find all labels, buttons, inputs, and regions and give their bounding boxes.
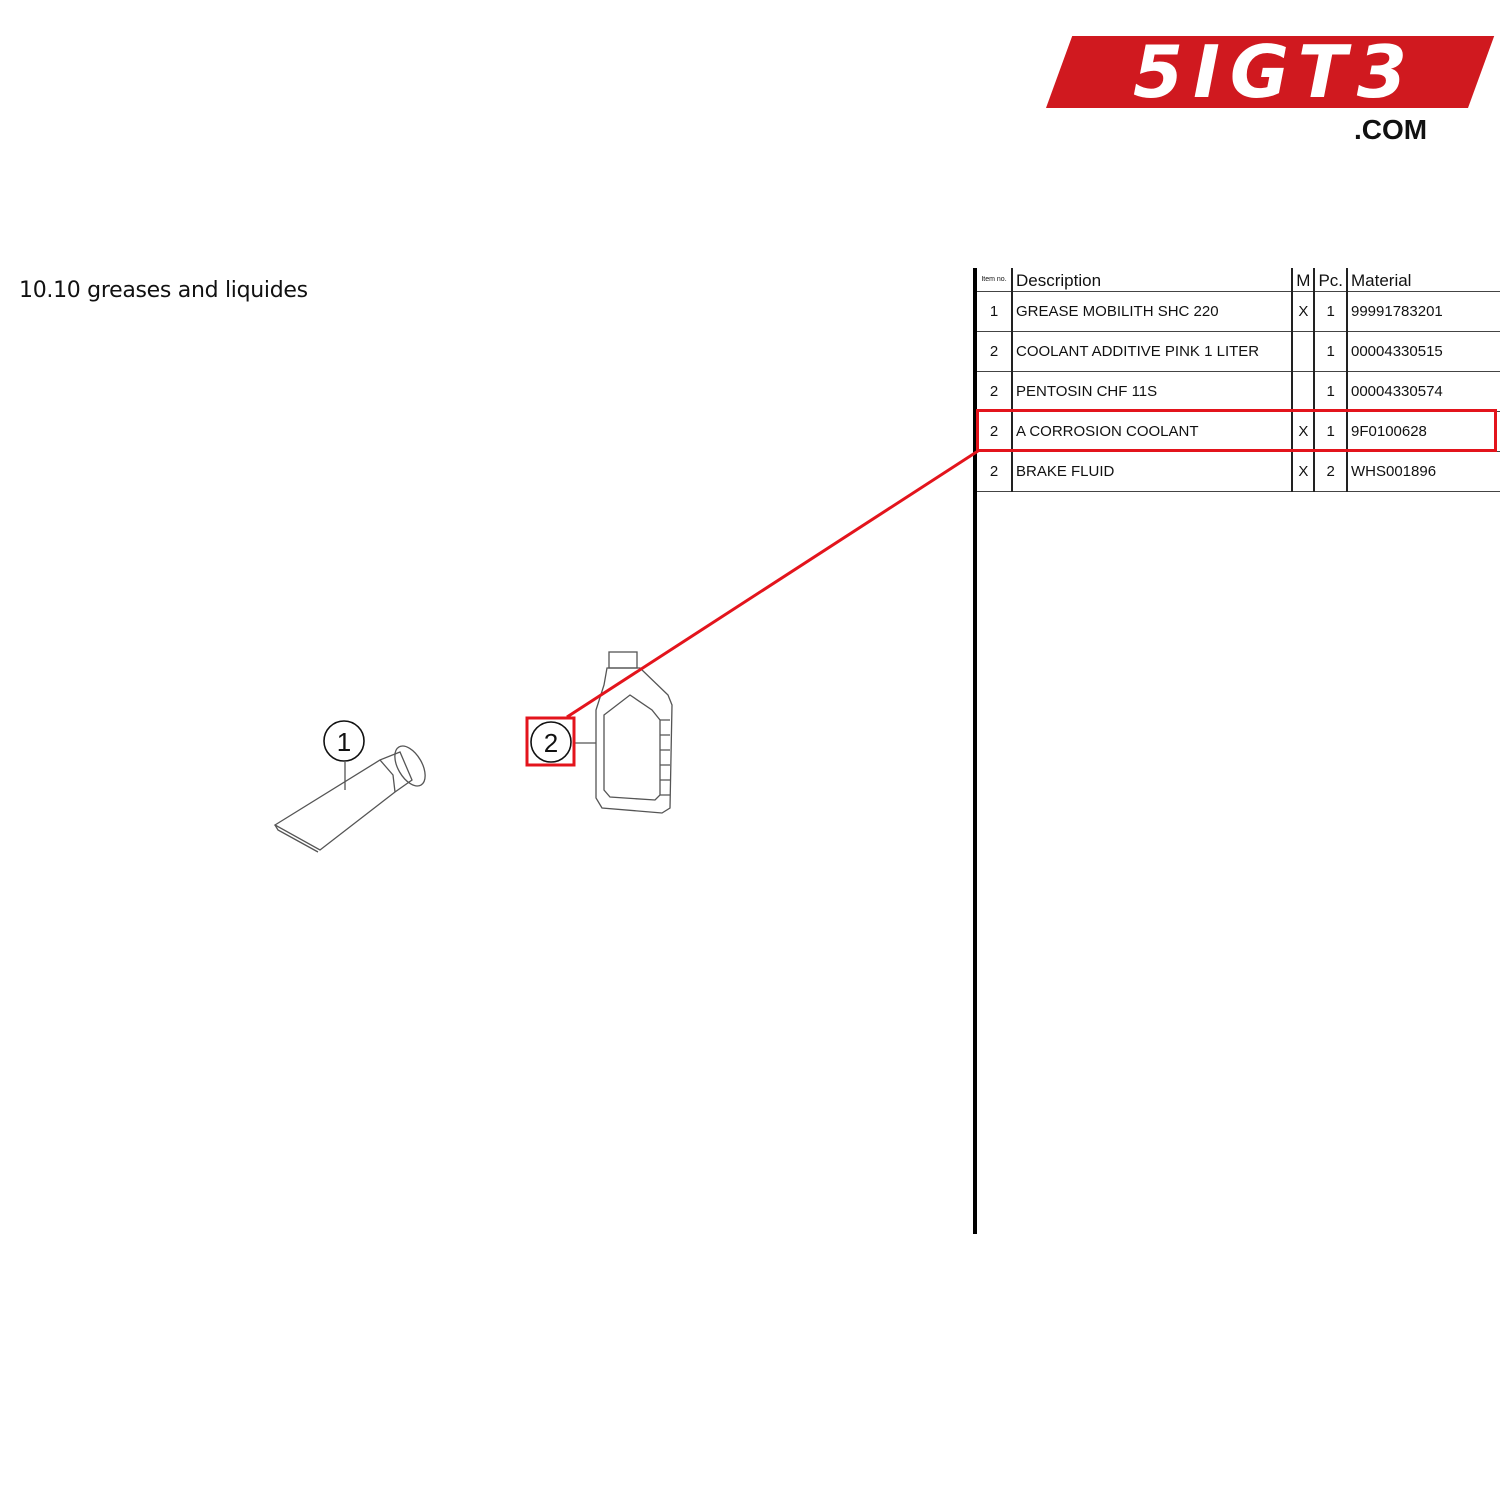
cell-pc: 1	[1313, 410, 1347, 451]
header-material: Material	[1346, 268, 1500, 291]
cell-description: A CORROSION COOLANT	[1010, 410, 1293, 451]
logo: 5IGT3	[1046, 30, 1495, 114]
header-m: M	[1291, 268, 1315, 291]
callout-1: 1	[323, 720, 365, 762]
header-item: Item no.	[981, 275, 1007, 283]
cell-item: 2	[977, 330, 1012, 371]
highlight-box-callout	[525, 716, 576, 767]
highlight-connector	[566, 449, 979, 719]
cell-description: GREASE MOBILITH SHC 220	[1010, 290, 1293, 331]
cell-m	[1291, 370, 1315, 411]
svg-text:2: 2	[544, 728, 558, 758]
highlight-box-row	[976, 409, 1497, 452]
cell-material: 9F0100628	[1346, 410, 1500, 451]
cell-item: 2	[977, 370, 1012, 411]
cell-material: 00004330515	[1346, 330, 1500, 371]
callout-2: 2	[530, 721, 572, 763]
grease-tube	[273, 745, 426, 853]
cell-material: 99991783201	[1346, 290, 1500, 331]
cell-m	[1291, 330, 1315, 371]
logo-suffix: .COM	[1354, 114, 1428, 145]
cell-pc: 1	[1313, 370, 1347, 411]
header-pc: Pc.	[1313, 268, 1347, 291]
table-divider	[973, 268, 977, 1234]
cell-material: 00004330574	[1346, 370, 1500, 411]
header-description: Description	[1010, 268, 1293, 291]
cell-m: X	[1291, 290, 1315, 331]
cell-material: WHS001896	[1346, 450, 1500, 492]
cell-item: 1	[977, 290, 1012, 331]
cell-item: 2	[977, 450, 1012, 492]
cell-description: PENTOSIN CHF 11S	[1010, 370, 1293, 411]
cell-pc: 1	[1313, 290, 1347, 331]
table-header: Item no. Description M Pc. Material	[977, 268, 1500, 291]
cell-description: COOLANT ADDITIVE PINK 1 LITER	[1010, 330, 1293, 371]
cell-pc: 1	[1313, 330, 1347, 371]
cell-item: 2	[977, 410, 1012, 451]
cell-pc: 2	[1313, 450, 1347, 492]
page-title: 10.10 greases and liquides	[19, 278, 308, 303]
coolant-bottle	[575, 651, 673, 814]
svg-text:1: 1	[337, 727, 351, 757]
